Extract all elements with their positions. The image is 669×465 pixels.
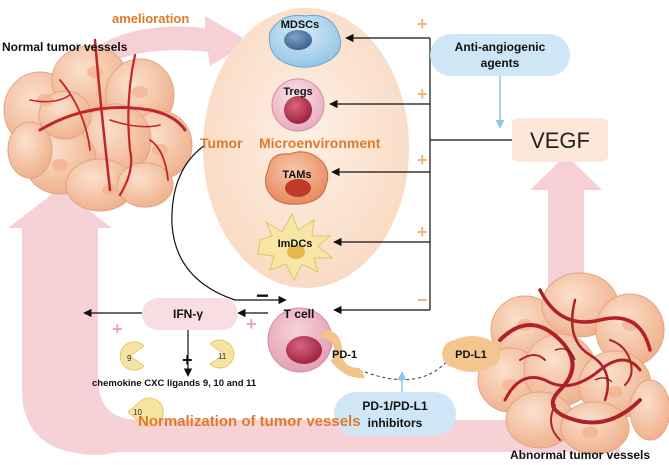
inhibitors-bubble	[334, 392, 456, 436]
abnormal-vessels-label: Abnormal tumor vessels	[510, 448, 650, 462]
normalization-label: Normalization of tumor vessels	[138, 413, 361, 430]
tcell-label: T cell	[284, 307, 315, 321]
tme-word-microenvironment: Microenvironment	[259, 135, 381, 151]
plus-sign-tregs: +	[417, 84, 428, 104]
mdscs-cell	[268, 14, 342, 68]
chemokine-plus: +	[182, 350, 193, 370]
pd1-label: PD-1	[332, 349, 357, 361]
chemokine-11-number: 11	[218, 352, 227, 361]
normal-tumor-vessels-illustration	[3, 38, 193, 212]
anti-angiogenic-line2: agents	[481, 56, 520, 70]
abnormal-to-vegf-arrow	[530, 155, 602, 290]
inhibitors-line2: inhibitors	[368, 416, 423, 430]
tme-word-tumor: Tumor	[200, 135, 243, 151]
imdcs-cell	[257, 212, 334, 282]
amelioration-label: amelioration	[112, 11, 189, 26]
t-cell	[267, 307, 333, 373]
minus-sign-suppression: −	[256, 283, 269, 308]
chemokine-10-shape	[127, 397, 164, 427]
ifn-gamma-label: IFN-γ	[173, 307, 203, 321]
plus-sign-ifn-right: +	[246, 314, 257, 334]
chemokine-11-shape	[209, 339, 235, 369]
abnormal-tumor-vessels-illustration	[477, 272, 669, 455]
chemokine-9-number: 9	[127, 354, 132, 363]
pdl1-bubble	[442, 340, 500, 368]
plus-sign-tams: +	[417, 150, 428, 170]
pd1-receptor	[320, 330, 365, 379]
plus-sign-imdcs: +	[417, 222, 428, 242]
amelioration-arrow	[86, 16, 250, 70]
normal-vessels-label: Normal tumor vessels	[2, 40, 128, 54]
ifn-bubble	[142, 298, 238, 330]
ifn-arrows	[83, 308, 268, 377]
tams-label: TAMs	[282, 169, 311, 181]
chemokine-10-number: 10	[133, 408, 142, 417]
chemokine-9-shape	[119, 341, 145, 371]
tregs-label: Tregs	[283, 86, 312, 98]
plus-sign-mdscs: +	[417, 14, 428, 34]
vegf-box	[512, 118, 608, 162]
anti-angiogenic-line1: Anti-angiogenic	[455, 40, 546, 54]
vegf-label: VEGF	[530, 128, 590, 153]
tumor-microenvironment-oval	[203, 8, 409, 288]
chemokine-label: chemokine CXC ligands 9, 10 and 11	[92, 378, 257, 389]
tams-cell	[264, 151, 329, 205]
pdl1-label: PD-L1	[455, 349, 487, 361]
tregs-cell	[271, 78, 325, 132]
plus-sign-ifn-left: +	[112, 319, 123, 339]
normal-vessels-to-tcell-arrow	[171, 144, 287, 305]
anti-angiogenic-bubble	[430, 34, 570, 76]
pd1-pdl1-interaction-line	[364, 359, 449, 381]
mdscs-label: MDSCs	[281, 19, 320, 31]
imdcs-label: ImDCs	[278, 238, 313, 250]
minus-sign-tcell: −	[417, 290, 428, 310]
vegf-signal-lines	[329, 33, 512, 315]
inhibitors-line1: PD-1/PD-L1	[362, 399, 428, 413]
